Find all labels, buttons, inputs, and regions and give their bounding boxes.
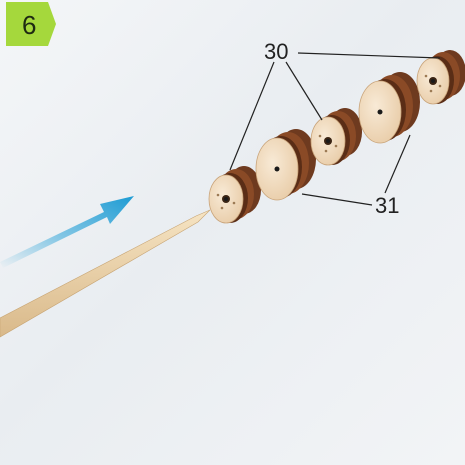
disc-small-3 <box>416 50 465 105</box>
skewer <box>0 209 211 338</box>
disc-small-2 <box>310 108 362 166</box>
disc-small-1 <box>208 166 261 224</box>
callout-31-label: 31 <box>375 193 399 218</box>
step-badge: 6 <box>6 2 56 46</box>
callout-30-leaders <box>229 52 441 171</box>
arrow-right-up-icon <box>0 196 134 268</box>
callout-31-leaders <box>301 134 411 206</box>
disc-large-1 <box>255 129 316 201</box>
callout-30-label: 30 <box>264 39 288 64</box>
disc-large-2 <box>358 72 420 144</box>
step-number: 6 <box>22 10 36 40</box>
